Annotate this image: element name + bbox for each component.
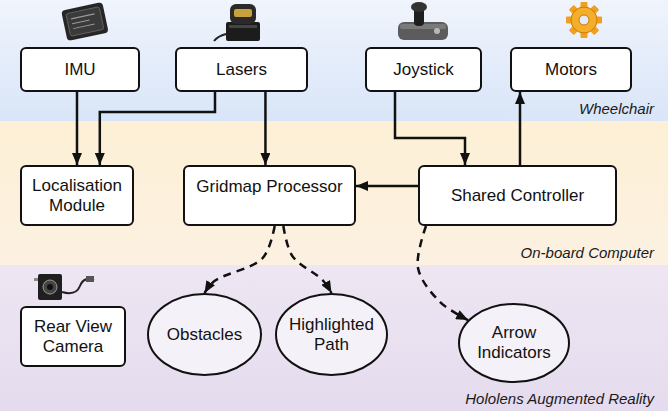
process-box: Motors xyxy=(510,47,632,92)
node-label: Rear View Camera xyxy=(30,317,116,356)
joystick-icon xyxy=(398,2,448,40)
process-box: Joystick xyxy=(365,47,482,92)
output-ellipse: Obstacles xyxy=(147,293,262,376)
dashed-arrow xyxy=(418,226,469,320)
data-arrow xyxy=(264,92,267,165)
data-arrow xyxy=(395,92,465,165)
ellipse-shape xyxy=(459,304,569,382)
dashed-arrow xyxy=(205,226,275,293)
motor-gear-icon xyxy=(566,2,602,38)
layer-label: Hololens Augmented Reality xyxy=(465,390,654,408)
process-box: Rear View Camera xyxy=(20,306,126,367)
camera-icon xyxy=(34,274,94,300)
node-label: Gridmap Processor xyxy=(196,177,342,197)
process-box: Gridmap Processor xyxy=(183,165,356,226)
process-box: Shared Controller xyxy=(418,165,617,226)
output-ellipse: Highlighted Path xyxy=(275,293,388,376)
layer-label: Wheelchair xyxy=(579,100,654,118)
laser-scanner-icon xyxy=(214,4,260,41)
node-label: Localisation Module xyxy=(30,176,124,215)
dashed-arrow xyxy=(283,226,331,293)
node-label: Joystick xyxy=(393,60,453,80)
band-region: On-board Computer Localisation Module Grid… xyxy=(0,121,668,265)
process-box: IMU xyxy=(20,47,140,92)
node-label: Arrow Indicators xyxy=(466,323,562,362)
ellipse-shape xyxy=(148,294,261,375)
node-label: Motors xyxy=(545,60,597,80)
data-arrow xyxy=(100,92,215,165)
layer-label: On-board Computer xyxy=(521,244,654,262)
band-region: Hololens Augmented Reality Rear View Came… xyxy=(0,265,668,411)
node-label: Shared Controller xyxy=(451,186,584,206)
process-box: Localisation Module xyxy=(20,165,134,226)
ellipse-shape xyxy=(276,294,387,375)
process-box: Lasers xyxy=(175,47,308,92)
data-arrow xyxy=(356,185,418,188)
output-ellipse: Arrow Indicators xyxy=(458,303,570,383)
node-label: Lasers xyxy=(216,60,267,80)
data-arrow xyxy=(519,92,522,165)
data-arrow xyxy=(76,92,79,165)
node-label: Highlighted Path xyxy=(283,315,380,354)
node-label: IMU xyxy=(64,60,95,80)
imu-icon xyxy=(61,2,109,41)
band-region: Wheelchair IMU Lasers Joystick Motors xyxy=(0,0,668,121)
node-label: Obstacles xyxy=(167,325,243,345)
